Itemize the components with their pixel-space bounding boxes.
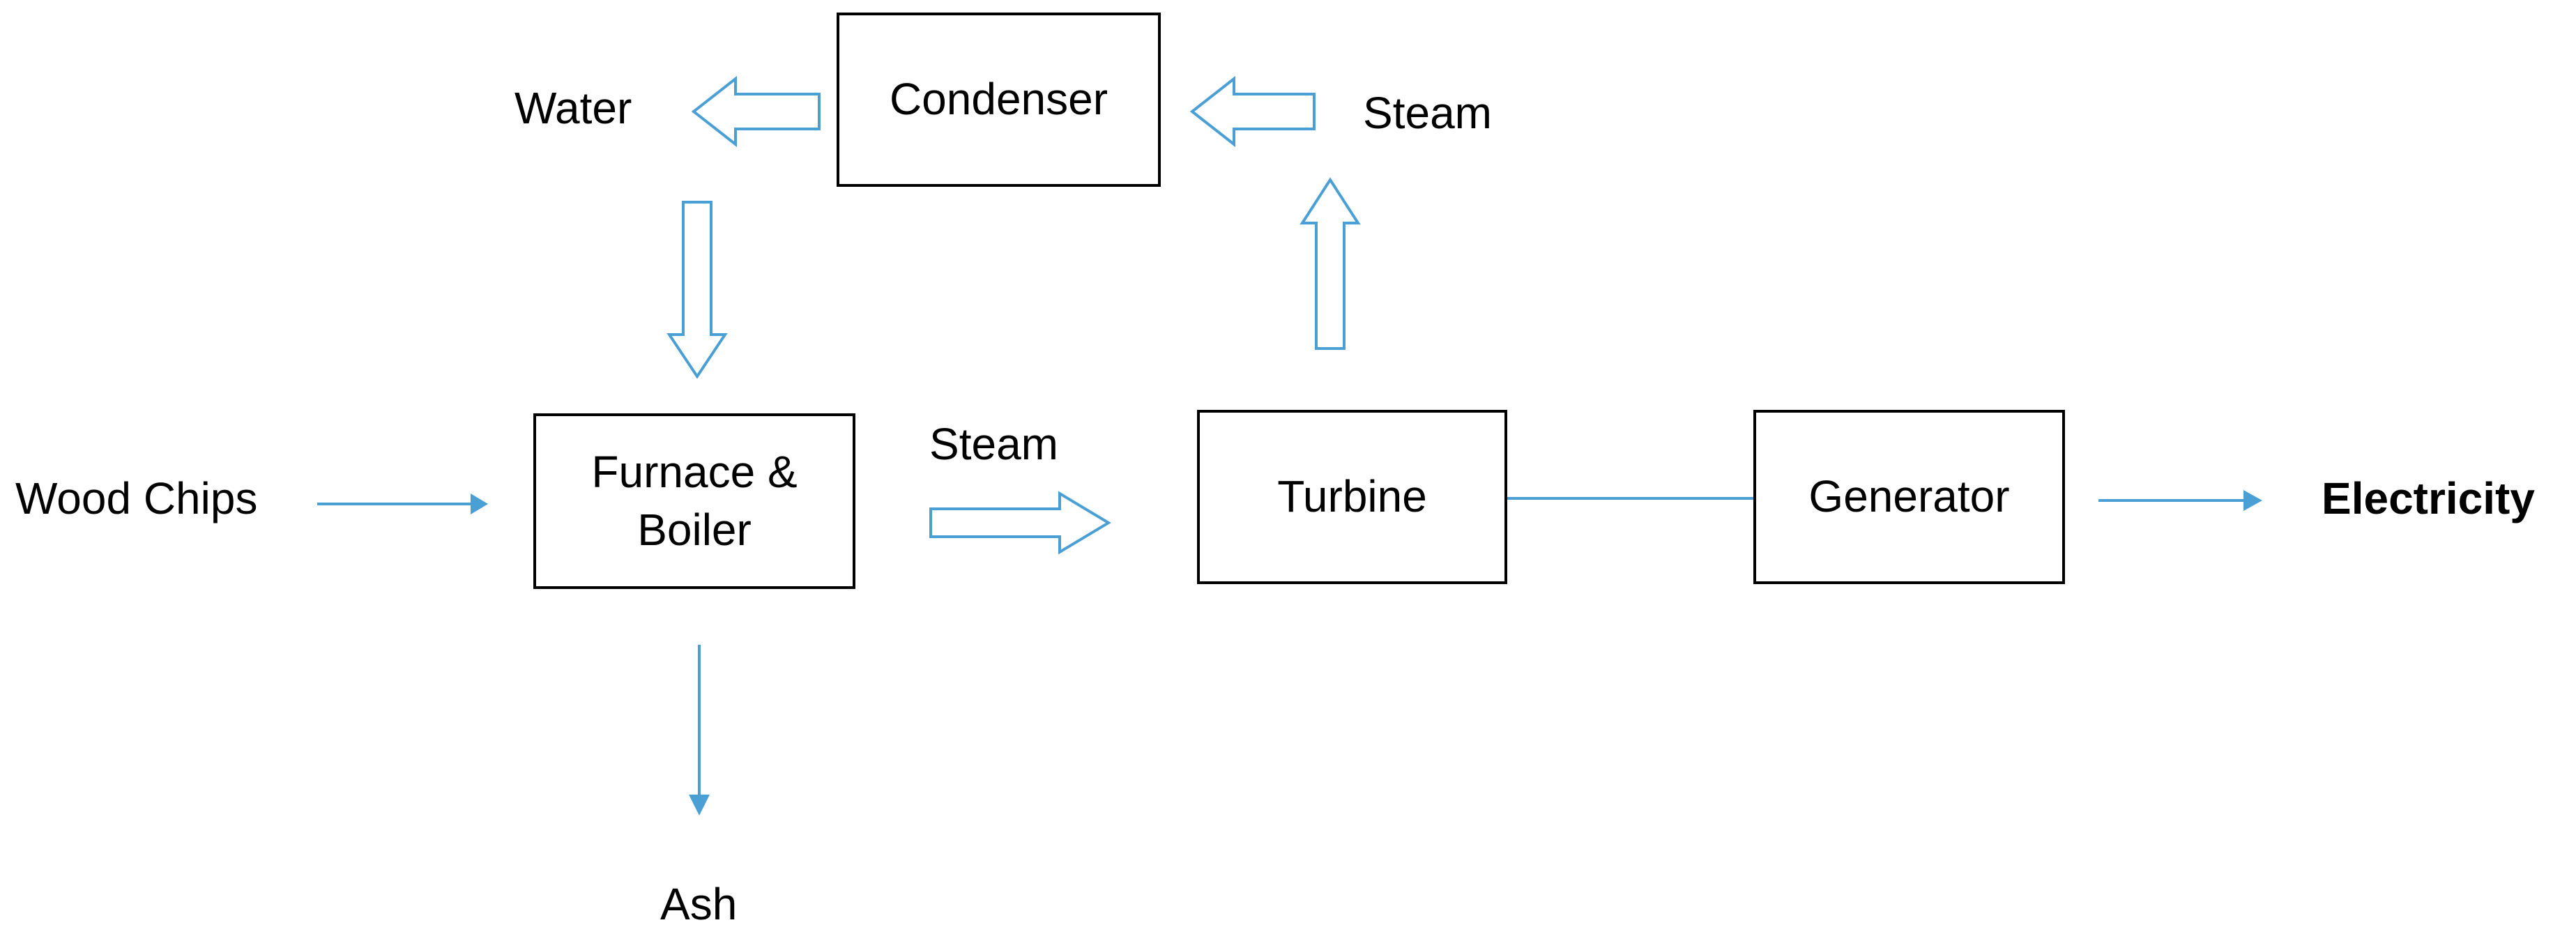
generator-label: Generator [1808,471,2010,522]
generator-box: Generator [1753,410,2065,584]
furnace-boiler-label: Furnace & Boiler [591,446,798,555]
arrowhead-electricity [2243,490,2262,511]
electricity-label: Electricity [2322,473,2535,523]
turbine-label: Turbine [1277,471,1427,522]
furnace-boiler-box: Furnace & Boiler [533,413,855,589]
arrow-turbine-to-steam [1300,177,1361,350]
arrow-furnace-to-turbine [929,491,1111,555]
steam-middle-label: Steam [929,419,1058,469]
ash-label: Ash [660,879,738,929]
arrowhead-ash [689,795,710,816]
arrow-steam-to-condenser [1189,75,1316,148]
water-label: Water [515,83,632,133]
arrow-condenser-to-water [691,75,821,148]
turbine-box: Turbine [1197,410,1507,584]
condenser-label: Condenser [889,74,1108,125]
condenser-box: Condenser [837,13,1161,187]
arrowhead-woodchips [471,494,488,514]
arrow-water-to-furnace [666,201,728,379]
wood-chips-label: Wood Chips [15,473,258,523]
steam-top-label: Steam [1363,88,1492,138]
